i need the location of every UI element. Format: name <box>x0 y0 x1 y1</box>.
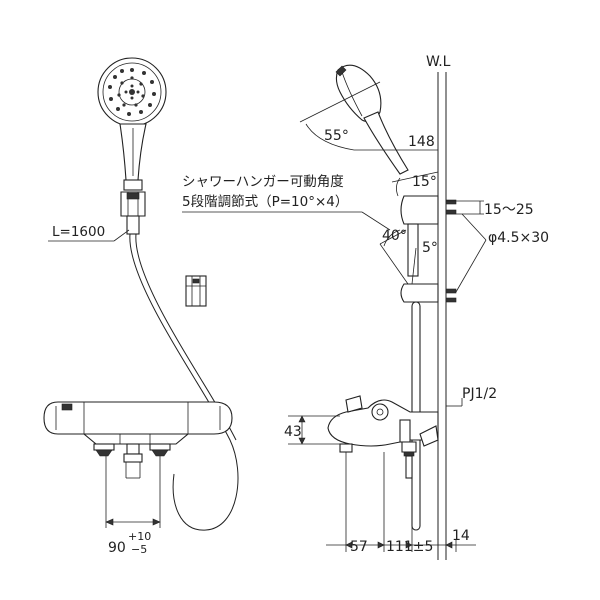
mixer-body-front <box>43 401 233 479</box>
hanger-note-line1: シャワーハンガー可動角度 <box>182 174 344 190</box>
hanger-note: シャワーハンガー可動角度 5段階調節式（P=10°×4） <box>182 174 391 231</box>
height-dim-label: 43 <box>284 424 302 440</box>
screw-spec-label: φ4.5×30 <box>488 230 549 246</box>
bracket-screws: 15～25 φ4.5×30 <box>445 199 549 303</box>
pitch-base-label: 90 <box>108 540 126 556</box>
hanger-down-angle-label: 5° <box>422 240 438 256</box>
wall-hook-front <box>185 275 207 307</box>
pitch-dimension: 90 +10 −5 <box>105 456 161 556</box>
pipe-thread-label: PJ1/2 <box>462 386 497 402</box>
side-view: W.L 55° 148 シャワーハンガー可動角度 5段階調節式（P=10°×4） <box>182 54 549 560</box>
pitch-minus-tolerance: −5 <box>131 543 147 556</box>
right-offset-label: 14 <box>452 528 470 544</box>
mixer-body-side <box>327 395 439 479</box>
shower-hose <box>129 233 239 531</box>
wall-water-line: W.L <box>426 54 451 560</box>
hose-length-callout: L=1600 <box>48 224 130 242</box>
hose-length-label: L=1600 <box>52 224 105 240</box>
head-offset-label: 148 <box>408 134 435 150</box>
height-dimension: 43 <box>284 415 340 445</box>
bracket-range-label: 15～25 <box>484 202 534 218</box>
shower-head-front <box>97 57 167 235</box>
left-offset-label: 57 <box>350 539 368 555</box>
hanger-up-angle-label: 15° <box>412 174 437 190</box>
hanger-range-angle-label: 40° <box>382 228 407 244</box>
head-angle-label: 55° <box>324 128 349 144</box>
shower-head-side <box>335 64 409 175</box>
pipe-thread-callout: PJ1/2 <box>446 386 497 407</box>
head-angle-callout: 55° 148 <box>299 81 438 151</box>
pitch-plus-tolerance: +10 <box>128 530 151 543</box>
center-dim-label: 111±5 <box>386 539 433 555</box>
bottom-dimensions: 57 111±5 14 <box>326 452 476 555</box>
front-view: L=1600 <box>43 57 239 556</box>
shower-hanger-side: 15° 40° 5° <box>379 171 439 303</box>
hanger-note-line2: 5段階調節式（P=10°×4） <box>182 194 348 210</box>
water-level-label: W.L <box>426 54 451 70</box>
